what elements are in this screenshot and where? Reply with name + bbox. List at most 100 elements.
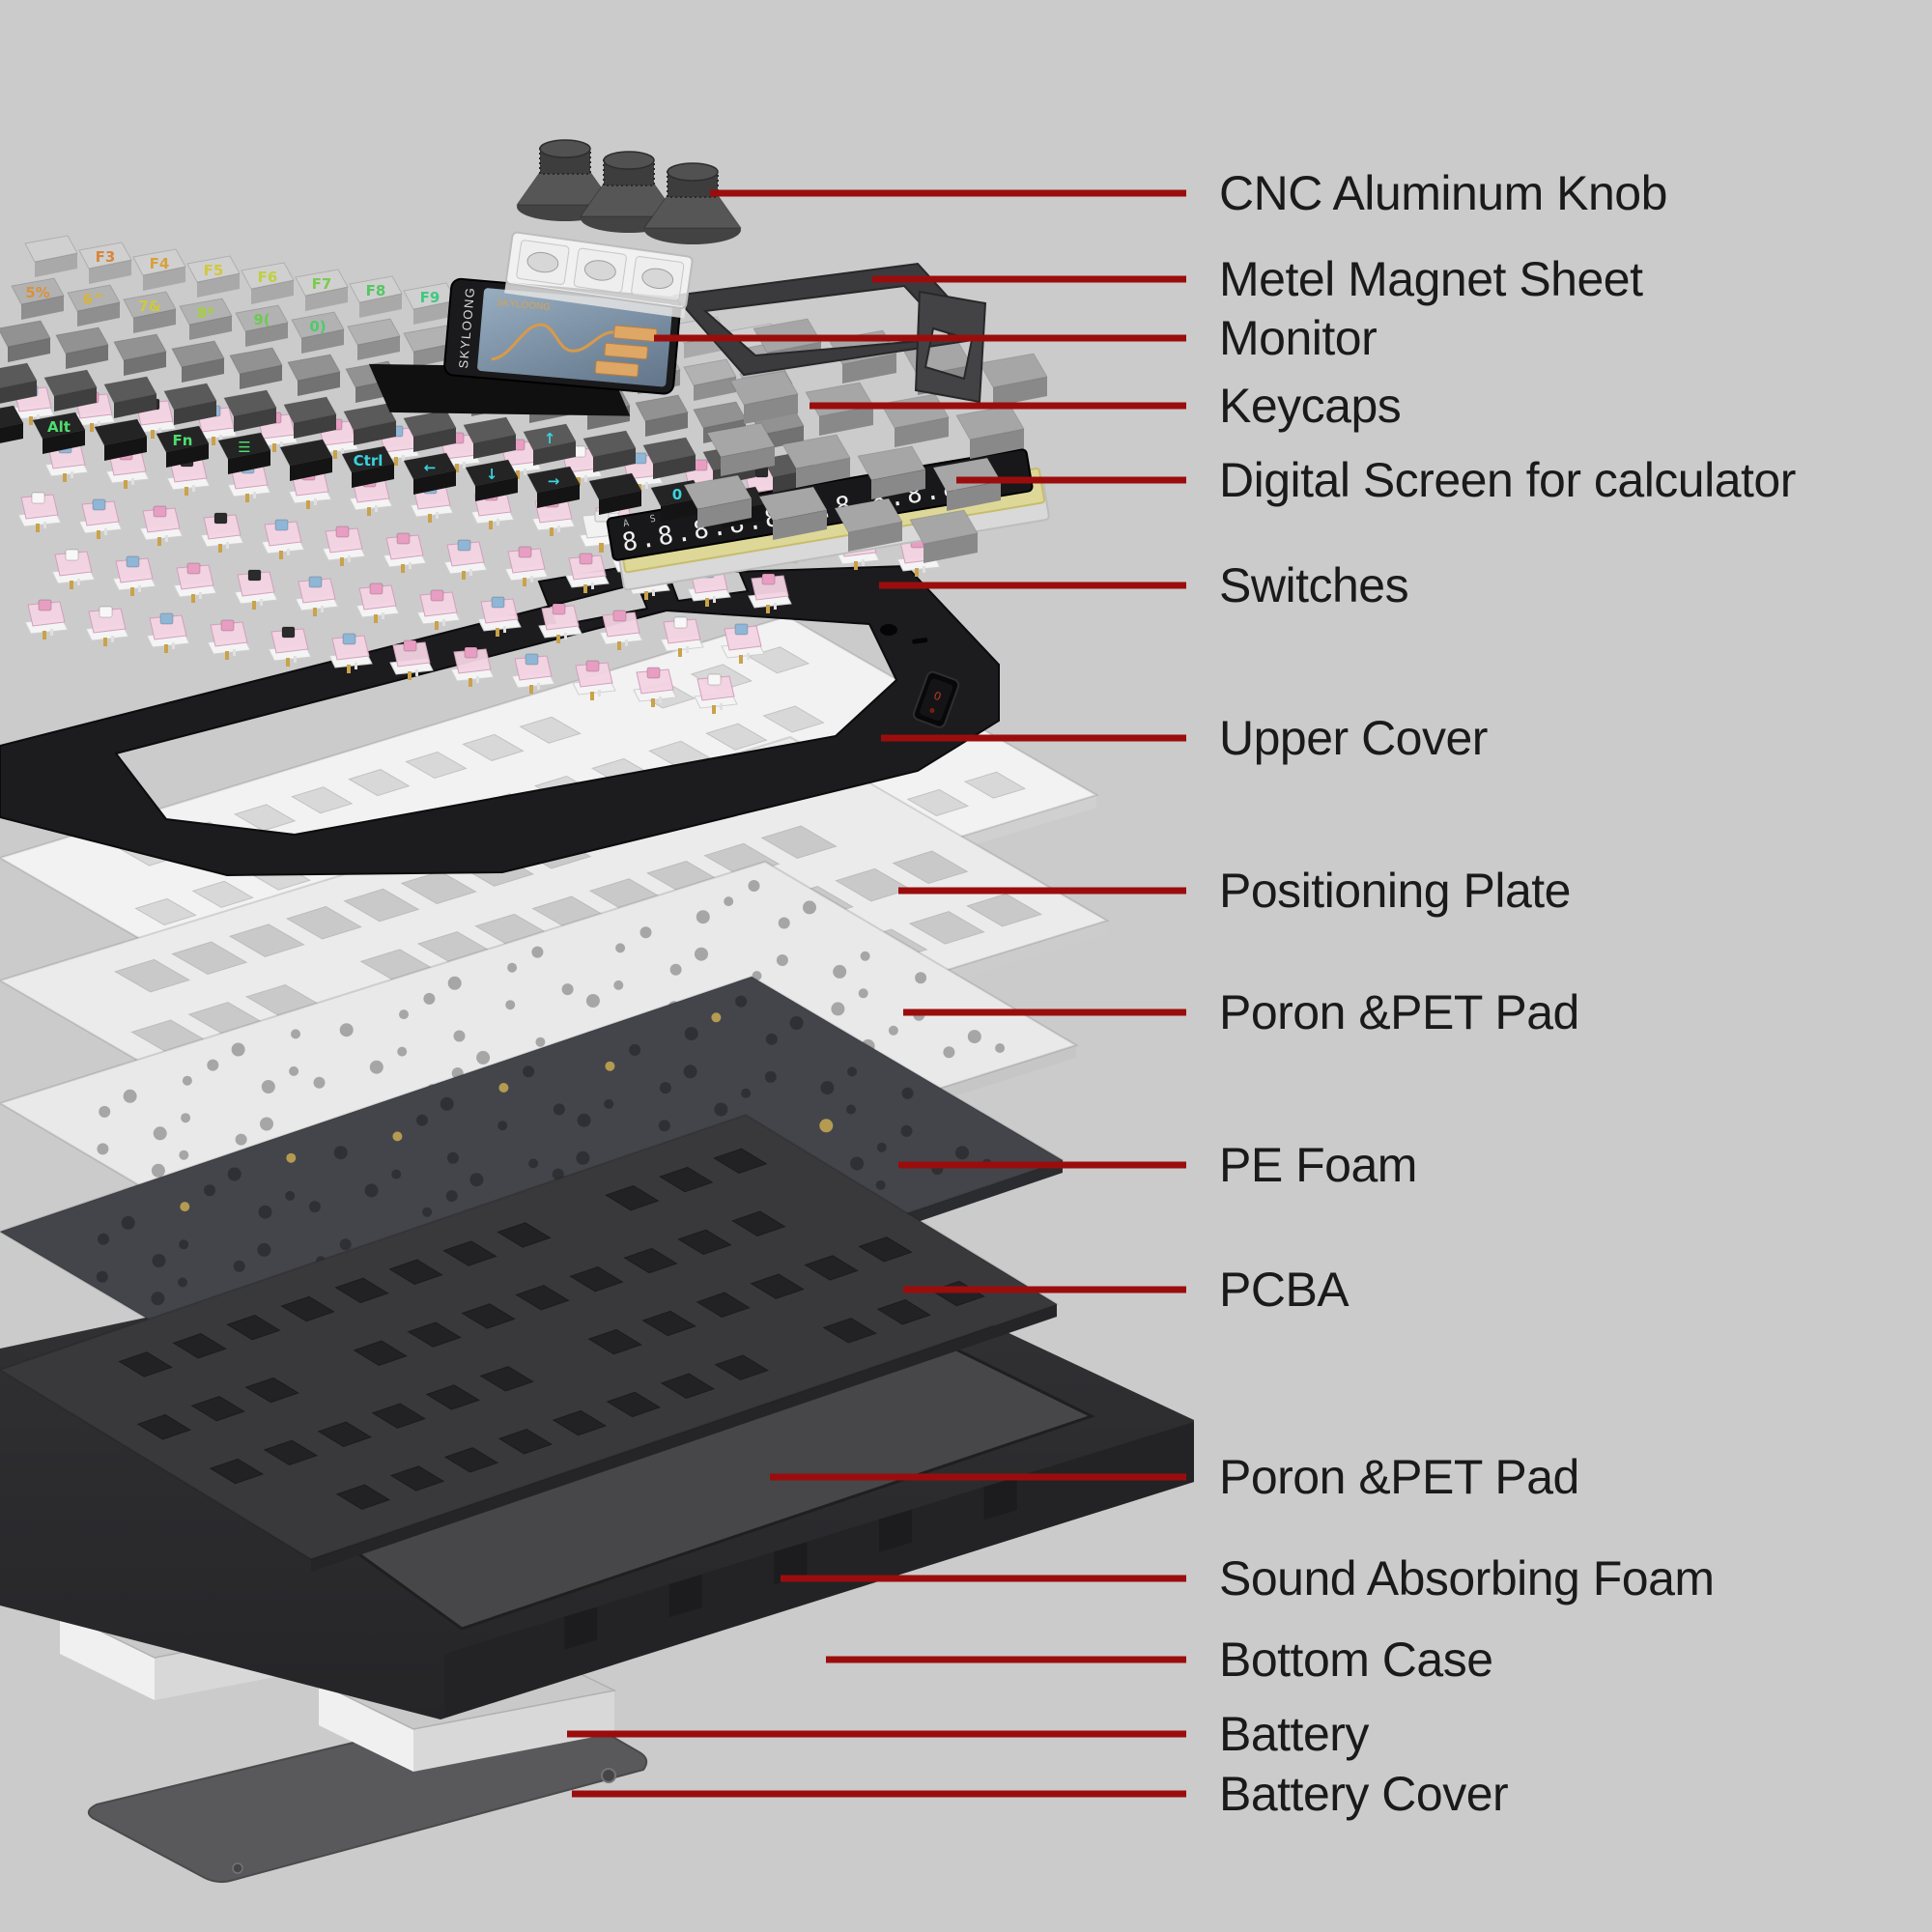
power-switch-mark: 0	[932, 689, 943, 704]
part-label: Upper Cover	[1219, 711, 1488, 765]
keycap-legend: F5	[204, 262, 224, 279]
keycap	[683, 474, 753, 528]
switch	[78, 498, 123, 539]
monitor-screen	[477, 288, 673, 387]
keycap	[683, 358, 737, 401]
switch	[633, 667, 677, 707]
keycap	[0, 320, 51, 362]
switch	[322, 526, 366, 566]
switch	[268, 626, 312, 667]
part-label: Metel Magnet Sheet	[1219, 252, 1643, 306]
switch	[721, 623, 765, 664]
screen-button	[594, 359, 639, 378]
keycap-legend: F4	[150, 255, 170, 272]
screen-chart-curve	[491, 323, 621, 361]
keycap	[758, 486, 828, 540]
keycap	[186, 255, 241, 298]
keycap	[43, 369, 98, 412]
switch	[261, 519, 305, 559]
switch	[146, 612, 190, 653]
keycap	[32, 412, 86, 454]
switch	[599, 610, 643, 650]
switch	[234, 569, 278, 610]
switch	[660, 616, 704, 657]
part-label: Bottom Case	[1219, 1633, 1493, 1687]
keycap	[349, 275, 403, 318]
keycap	[287, 354, 341, 396]
switch	[85, 606, 129, 646]
keycap	[103, 376, 157, 418]
switch	[443, 539, 488, 580]
magnet-cells	[516, 240, 685, 301]
keycap	[706, 422, 776, 476]
keycap	[283, 396, 337, 439]
switch	[200, 512, 244, 553]
keycap	[781, 434, 851, 488]
keycap	[635, 394, 689, 437]
switch	[207, 619, 251, 660]
switch	[504, 546, 549, 586]
part-label: Switches	[1219, 558, 1408, 612]
power-rocker-switch: 0	[912, 670, 960, 728]
part-label: Digital Screen for calculator	[1219, 453, 1796, 507]
keycap	[55, 327, 109, 369]
keycap	[67, 284, 121, 327]
keycap	[588, 472, 642, 515]
screw-hole-icon	[232, 1862, 243, 1874]
switch	[389, 639, 434, 680]
keycap-legend: →	[548, 472, 560, 490]
cable-hole-icon	[880, 624, 897, 636]
keycap	[279, 439, 333, 481]
keycap-legend: 0	[672, 486, 682, 503]
part-label: PE Foam	[1219, 1138, 1417, 1192]
magnet-sheet	[504, 231, 694, 319]
keycap	[857, 445, 926, 499]
keycap	[463, 416, 517, 459]
keycap	[295, 269, 349, 311]
keycap-legend: Alt	[47, 418, 71, 436]
screw-hole-icon	[601, 1768, 616, 1783]
plate-edge	[311, 1304, 1057, 1572]
keycap	[241, 262, 295, 304]
switch	[355, 582, 400, 623]
part-label: Positioning Plate	[1219, 864, 1571, 918]
keycap	[343, 403, 397, 445]
keycap	[642, 437, 696, 479]
upper-cover: 0	[0, 553, 1000, 877]
part-label: CNC Aluminum Knob	[1219, 166, 1667, 220]
keycap-legend: ↓	[486, 466, 498, 483]
keycap-legend: F3	[96, 248, 116, 266]
keycap	[0, 405, 24, 443]
internal-plates	[0, 614, 1110, 1572]
screen-brand-text: SKYLOONG	[496, 298, 551, 313]
keycap	[979, 353, 1048, 407]
keycap	[341, 445, 395, 488]
part-label: PCBA	[1219, 1263, 1350, 1317]
plate-top	[0, 1113, 1060, 1561]
part-label: Monitor	[1219, 311, 1377, 365]
switch	[538, 603, 582, 643]
keycap-legend: Ctrl	[354, 452, 384, 469]
keycap	[171, 340, 225, 383]
keycap	[217, 432, 271, 474]
switch	[565, 553, 610, 593]
keycap	[0, 362, 38, 404]
keycap-legend: 9(	[253, 311, 270, 328]
keycap-legend: 0)	[309, 318, 326, 335]
switch	[748, 573, 792, 613]
part-label: Sound Absorbing Foam	[1219, 1551, 1715, 1605]
sheet-edge	[504, 281, 686, 319]
switch	[477, 596, 522, 637]
switch	[450, 646, 495, 687]
keycap	[78, 242, 132, 284]
screen-button	[604, 342, 648, 360]
switch	[383, 532, 427, 573]
bottom-case-notches	[564, 1477, 1017, 1650]
part-label: Keycaps	[1219, 379, 1401, 433]
knobs-layer	[516, 139, 742, 244]
keycap	[229, 347, 283, 389]
switch	[328, 633, 373, 673]
